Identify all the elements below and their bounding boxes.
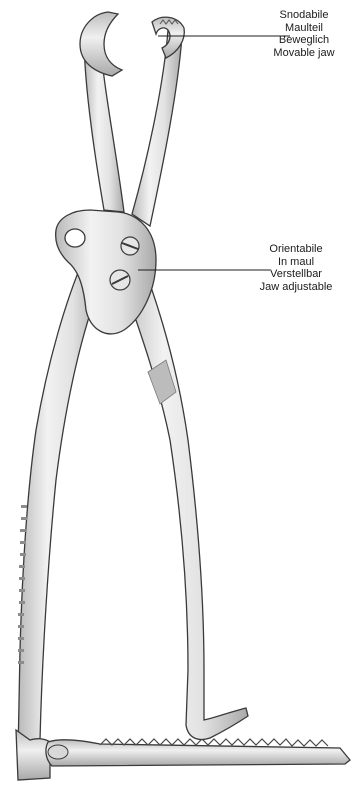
right-jaw-arm xyxy=(132,30,182,226)
left-handle xyxy=(18,258,102,760)
callout-line-german: Maulteil xyxy=(244,22,356,35)
lower-adjust-screw xyxy=(110,270,130,290)
callout-line-italian: Orientabile xyxy=(236,243,356,256)
hinge-loop-hole xyxy=(65,229,85,247)
callout-line-german: In maul xyxy=(236,256,356,269)
ratchet-bar-rivet xyxy=(48,745,68,759)
callout-line-english: Movable jaw xyxy=(244,47,356,60)
callout-line-german-2: Beweglich xyxy=(244,34,356,47)
right-handle xyxy=(118,262,248,739)
callout-line-german-2: Verstellbar xyxy=(236,268,356,281)
jaw-adjustable-callout: Orientabile In maul Verstellbar Jaw adju… xyxy=(236,243,356,293)
movable-jaw-callout: Snodabile Maulteil Beweglich Movable jaw xyxy=(244,9,356,59)
callout-line-italian: Snodabile xyxy=(244,9,356,22)
callout-line-english: Jaw adjustable xyxy=(236,281,356,294)
upper-adjust-screw xyxy=(121,237,139,255)
